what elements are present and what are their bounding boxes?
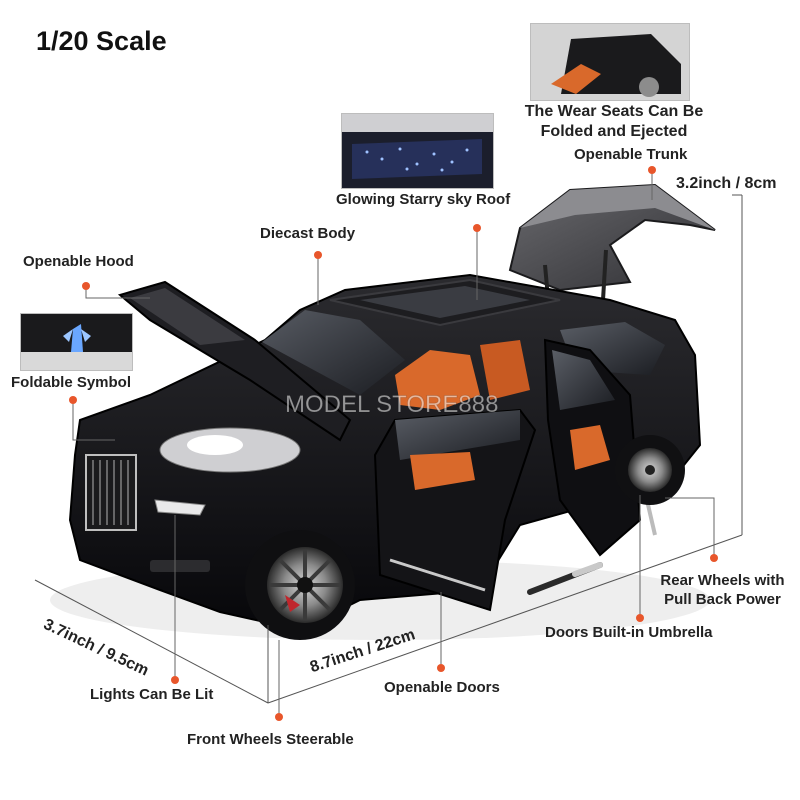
doors-label: Openable Doors xyxy=(384,679,500,696)
callout-dot xyxy=(710,554,718,562)
watermark: MODEL STORE888 xyxy=(285,391,498,418)
seats-thumbnail xyxy=(530,23,690,101)
lights-label: Lights Can Be Lit xyxy=(90,686,214,703)
front-wheels-label: Front Wheels Steerable xyxy=(187,731,354,748)
rear-wheels-line1: Rear Wheels with xyxy=(660,572,785,589)
symbol-label: Foldable Symbol xyxy=(11,374,132,391)
callout-dots xyxy=(69,166,718,721)
callout-dot xyxy=(314,251,322,259)
symbol-thumbnail xyxy=(20,313,133,371)
rear-wheels-line2: Pull Back Power xyxy=(664,591,781,608)
wear-seats-line2: Folded and Ejected xyxy=(540,123,688,140)
rear-door xyxy=(543,338,642,557)
callout-dot xyxy=(636,614,644,622)
rear-wheels-label: Rear Wheels with Pull Back Power xyxy=(650,571,795,609)
front-door xyxy=(373,408,537,612)
callout-dot xyxy=(275,713,283,721)
trunk-label: Openable Trunk xyxy=(574,146,688,163)
starry-roof-thumbnail xyxy=(341,113,494,189)
callout-dot xyxy=(82,282,90,290)
body-label: Diecast Body xyxy=(260,225,356,242)
height-label: 3.2inch / 8cm xyxy=(676,175,777,192)
callout-dot xyxy=(437,664,445,672)
callout-dot xyxy=(69,396,77,404)
dimension-lines xyxy=(34,194,743,704)
front-wheel xyxy=(245,530,355,640)
roof-label: Glowing Starry sky Roof xyxy=(336,191,511,208)
callout-dot xyxy=(171,676,179,684)
callout-dot xyxy=(648,166,656,174)
hood-label: Openable Hood xyxy=(23,253,134,270)
callout-dot xyxy=(473,224,481,232)
scale-title: 1/20 Scale xyxy=(36,26,167,56)
wear-seats-line1: The Wear Seats Can Be xyxy=(524,103,704,120)
trunk-lid xyxy=(508,183,716,301)
rear-wheel xyxy=(615,435,685,505)
hood xyxy=(117,280,352,473)
umbrella-label: Doors Built-in Umbrella xyxy=(545,624,713,641)
wear-seats-label: The Wear Seats Can Be Folded and Ejected xyxy=(508,102,720,142)
leader-lines xyxy=(72,170,715,717)
